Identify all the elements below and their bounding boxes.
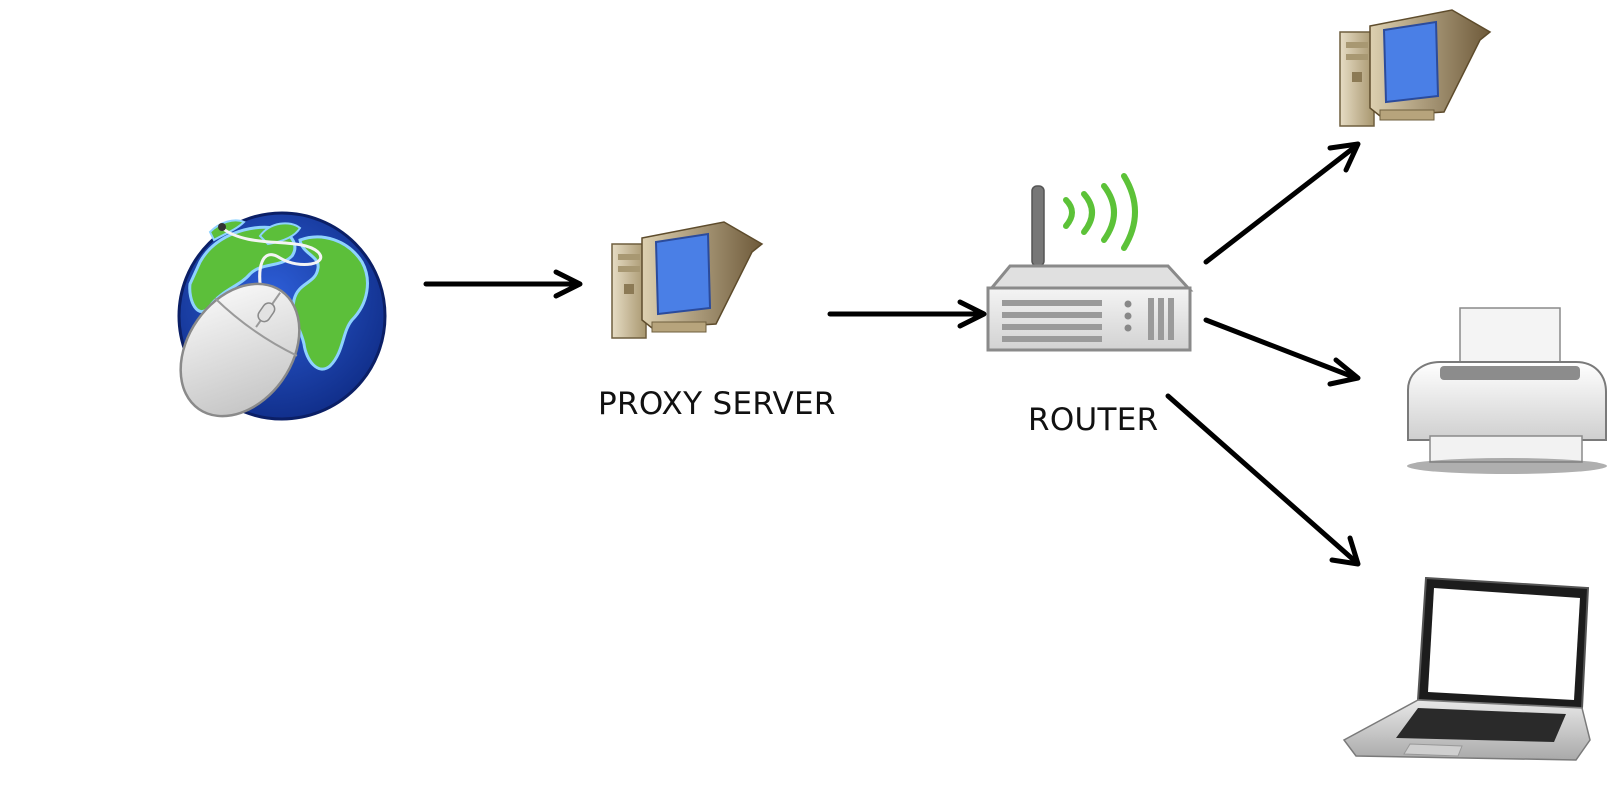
client-desktop-computer-icon: [1339, 9, 1492, 127]
arrow-router-to-laptop: [1165, 393, 1361, 567]
arrow-proxy-to-router: [827, 299, 987, 329]
router-label: ROUTER: [1028, 402, 1159, 438]
arrow-router-to-printer: [1203, 317, 1361, 387]
wifi-router-icon: [986, 185, 1194, 352]
proxy-server-computer-icon: [611, 221, 764, 339]
wifi-signal-icon: [1063, 173, 1138, 251]
printer-icon: [1407, 307, 1607, 474]
arrow-router-to-desktop: [1203, 141, 1361, 265]
arrow-internet-to-proxy: [423, 269, 583, 299]
globe-mouse-icon: [177, 211, 387, 421]
proxy-server-label: PROXY SERVER: [598, 386, 836, 422]
laptop-icon: [1342, 576, 1591, 761]
